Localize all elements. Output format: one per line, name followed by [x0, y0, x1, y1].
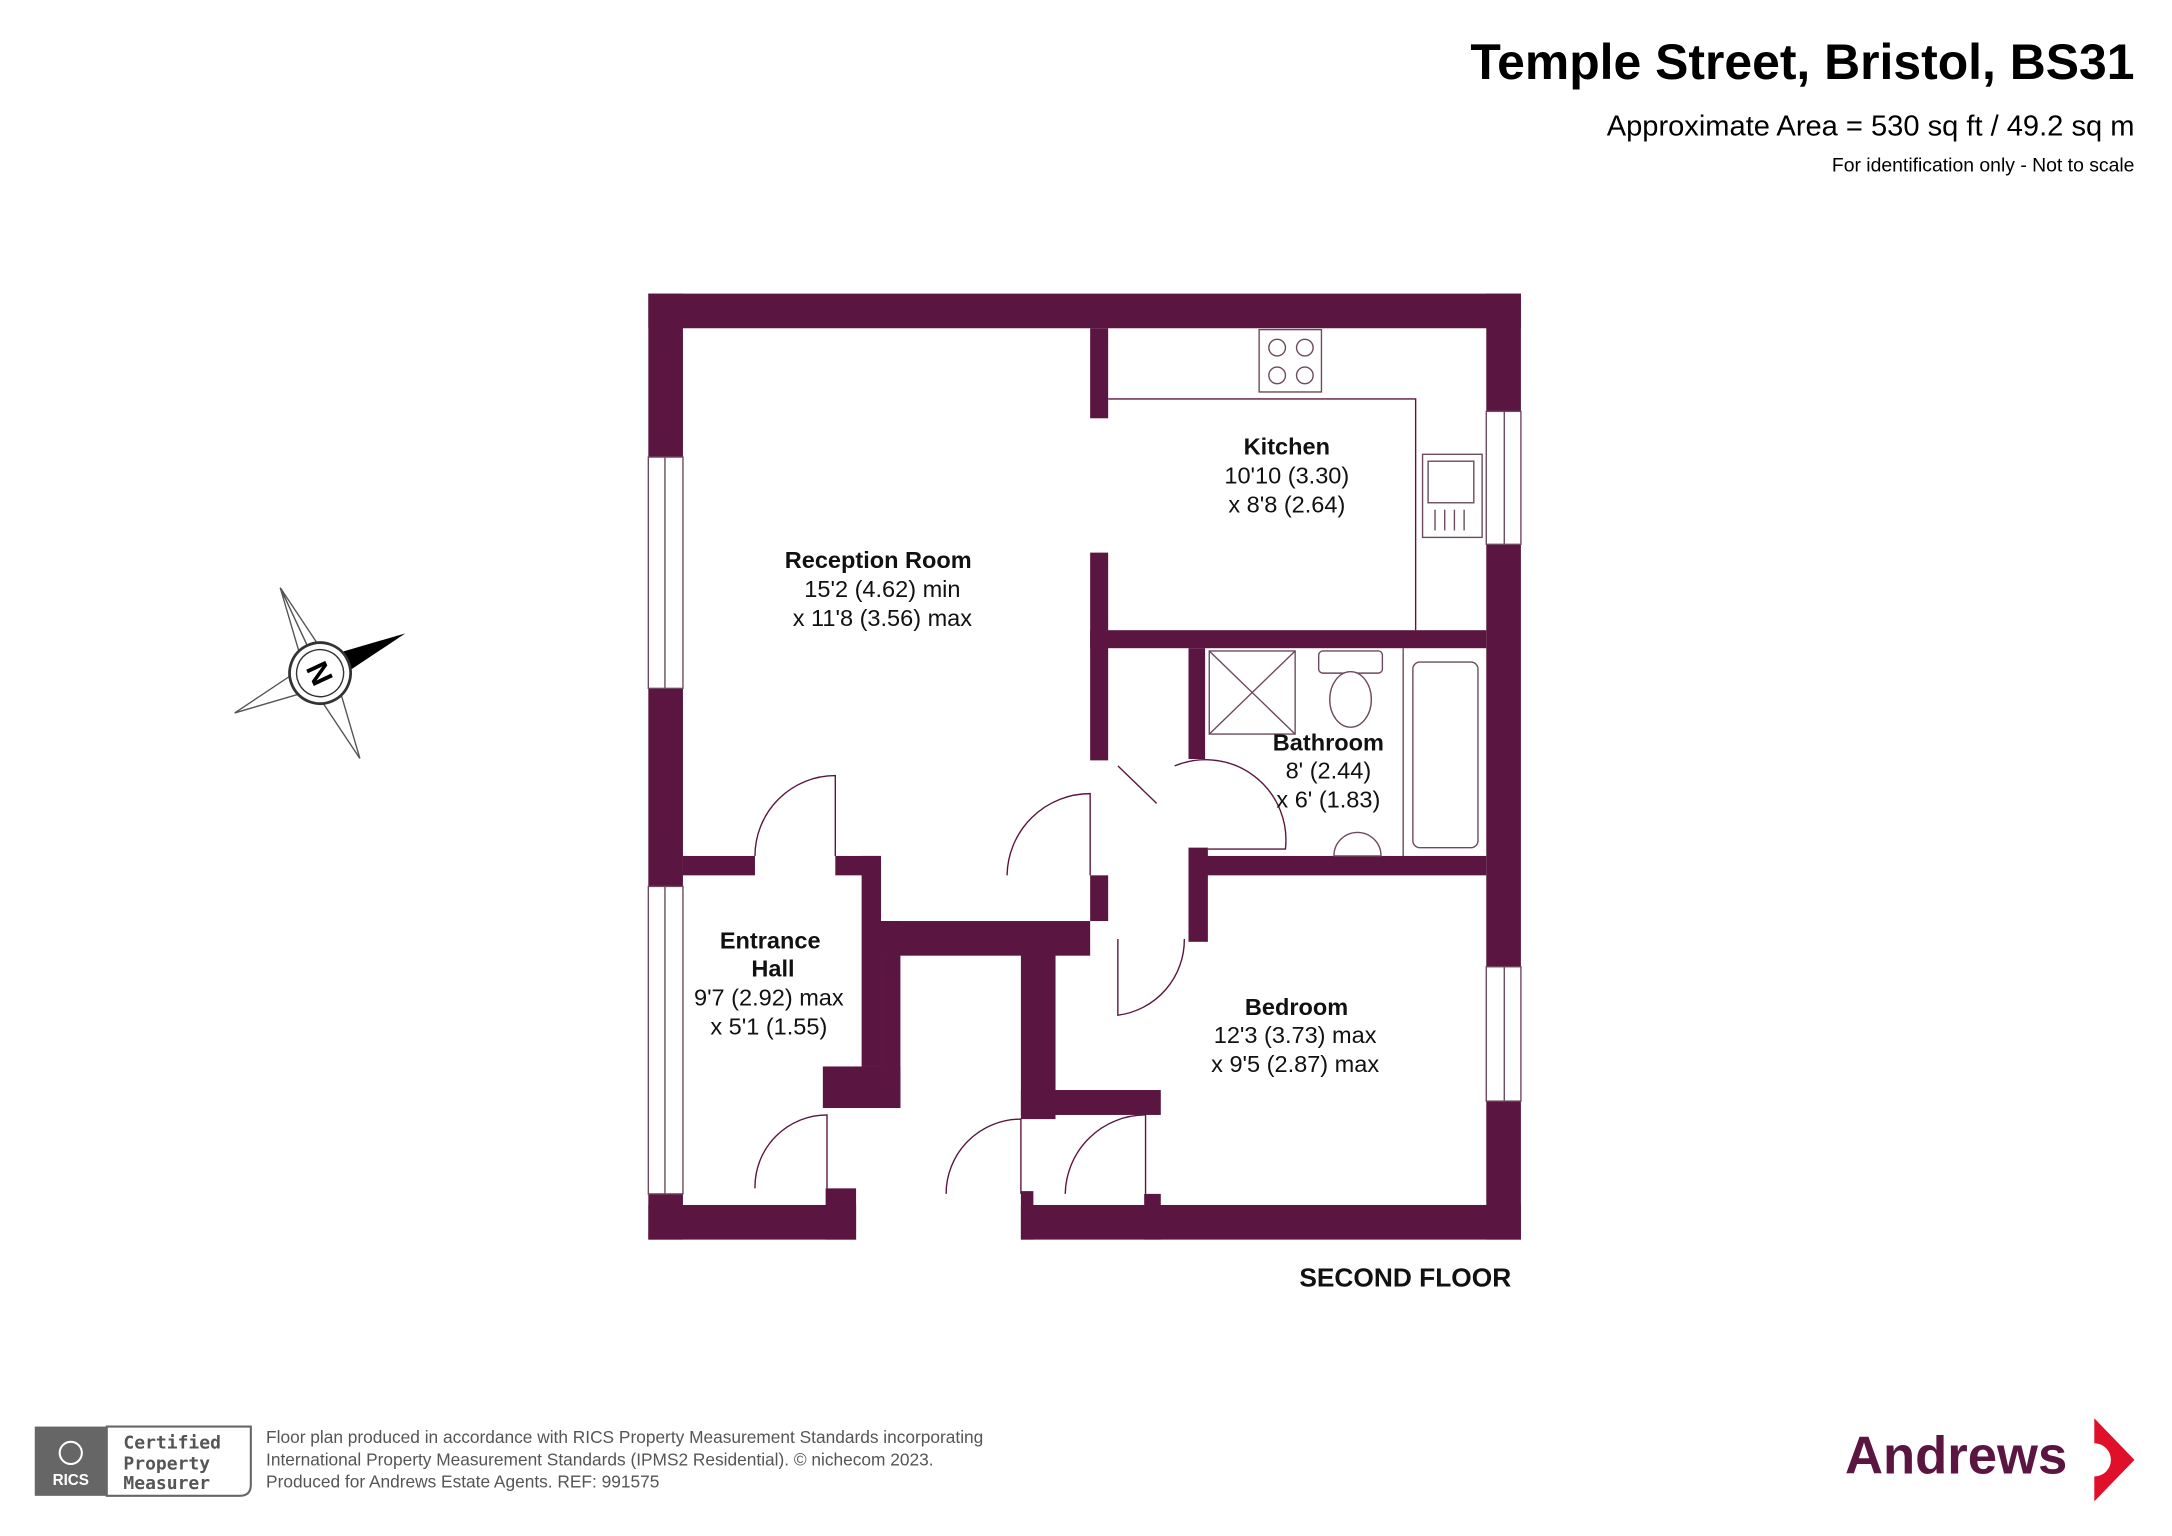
footer-text: Produced for Andrews Estate Agents. REF:… — [266, 1472, 659, 1492]
rics-brand: RICS — [53, 1472, 89, 1489]
room-dimension: x 8'8 (2.64) — [1228, 491, 1345, 517]
hob-icon — [1258, 328, 1323, 393]
room-kitchen: Kitchen 10'10 (3.30) x 8'8 (2.64) — [1224, 433, 1349, 517]
approximate-area: Approximate Area = 530 sq ft / 49.2 sq m — [1607, 111, 2135, 143]
room-name: Kitchen — [1244, 433, 1330, 459]
floor-label: SECOND FLOOR — [1299, 1263, 1511, 1293]
room-dimension: 8' (2.44) — [1286, 757, 1372, 783]
badge-line: Property — [123, 1454, 210, 1475]
toilet-icon — [1329, 671, 1373, 728]
rics-badge: RICS Certified Property Measurer — [34, 1425, 252, 1497]
walls — [648, 293, 1521, 1240]
room-dimension: 12'3 (3.73) max — [1214, 1022, 1377, 1048]
page-title: Temple Street, Bristol, BS31 — [1470, 34, 2134, 90]
andrews-logo: Andrews — [1845, 1418, 2135, 1502]
windows — [647, 410, 1522, 1195]
room-dimension: x 11'8 (3.56) max — [793, 605, 973, 631]
badge-line: Certified — [123, 1433, 221, 1454]
room-name: Reception Room — [785, 547, 972, 573]
room-name: Bathroom — [1273, 730, 1384, 756]
svg-text:Andrews: Andrews — [1845, 1427, 2067, 1486]
room-bathroom: Bathroom 8' (2.44) x 6' (1.83) — [1273, 730, 1384, 813]
footer-text: Floor plan produced in accordance with R… — [266, 1427, 983, 1447]
compass-icon: N — [234, 587, 406, 759]
logo-arrow-icon — [2094, 1418, 2135, 1502]
disclaimer: For identification only - Not to scale — [1832, 155, 2135, 177]
room-dimension: x 5'1 (1.55) — [710, 1014, 827, 1040]
bath-icon — [1412, 661, 1479, 849]
footer-text: International Property Measurement Stand… — [266, 1449, 933, 1469]
room-reception: Reception Room 15'2 (4.62) min x 11'8 (3… — [785, 547, 973, 631]
room-entrance-hall: Entrance Hall 9'7 (2.92) max x 5'1 (1.55… — [694, 928, 844, 1040]
toilet-cistern-icon — [1317, 650, 1384, 674]
doors — [754, 759, 1287, 1194]
room-dimension: 15'2 (4.62) min — [804, 576, 960, 602]
room-dimension: x 6' (1.83) — [1276, 786, 1380, 812]
room-bedroom: Bedroom 12'3 (3.73) max x 9'5 (2.87) max — [1211, 994, 1379, 1077]
room-name: Bedroom — [1245, 994, 1348, 1020]
room-dimension: 10'10 (3.30) — [1224, 462, 1349, 488]
rics-lion-icon — [58, 1440, 83, 1466]
room-name-line2: Hall — [751, 955, 794, 981]
bathroom-fixtures — [1208, 648, 1479, 857]
room-name: Entrance — [720, 928, 821, 954]
basin-icon — [1333, 831, 1382, 857]
room-dimension: x 9'5 (2.87) max — [1211, 1051, 1379, 1077]
badge-line: Measurer — [123, 1473, 210, 1494]
kitchen-fixtures — [1108, 328, 1483, 631]
room-dimension: 9'7 (2.92) max — [694, 985, 844, 1011]
